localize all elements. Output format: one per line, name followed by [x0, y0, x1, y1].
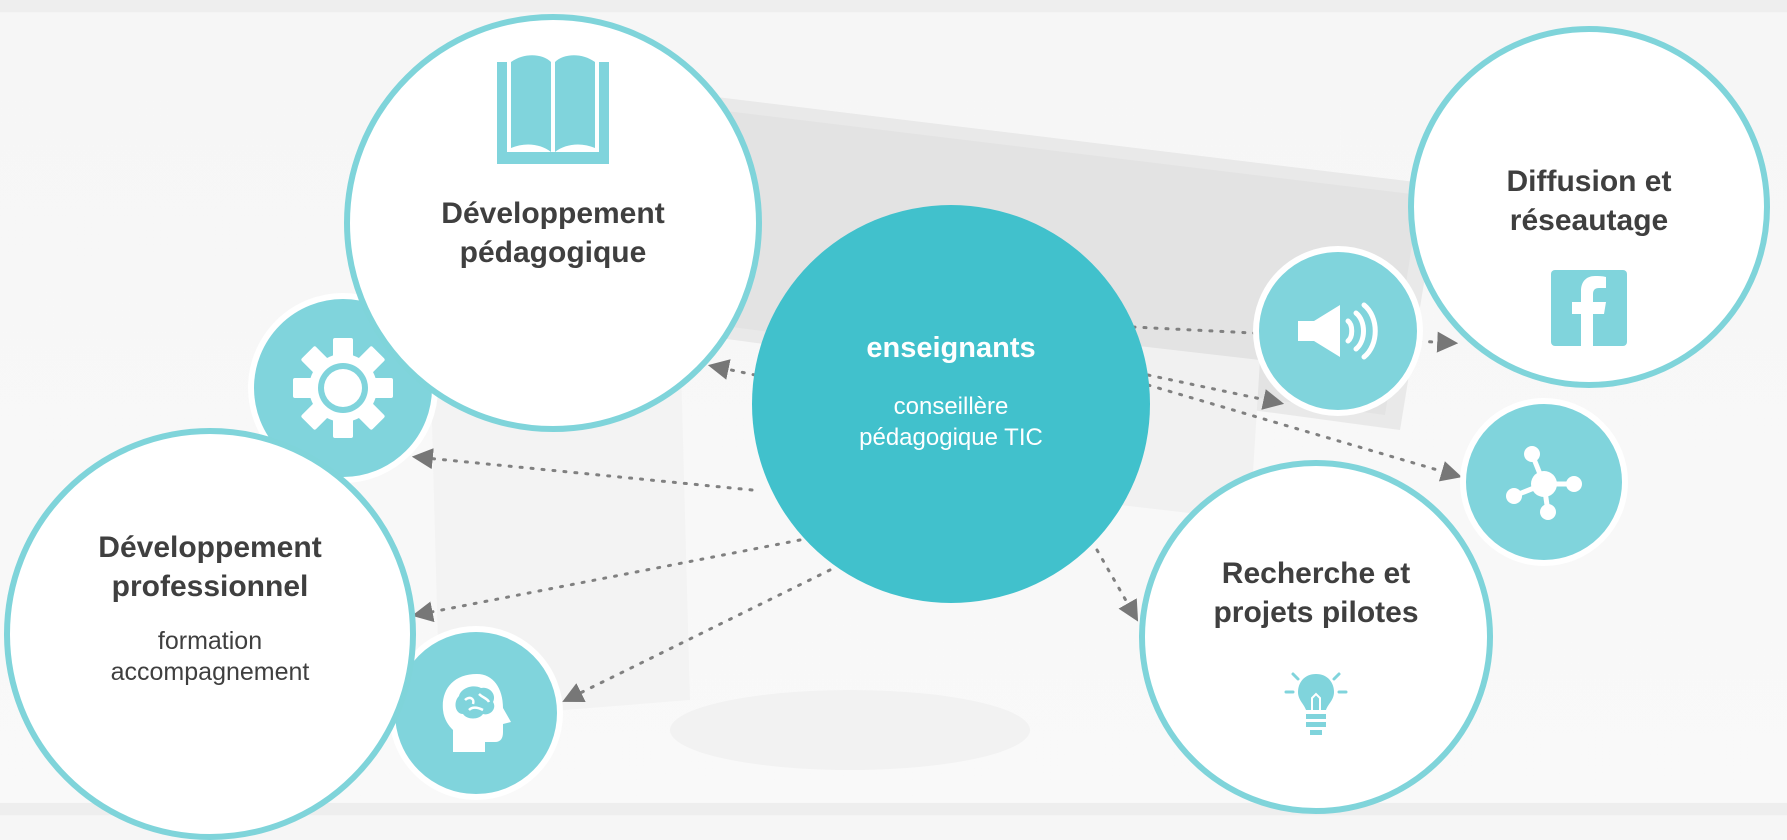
node-dev-professionnel: Développement professionnel formation ac…: [4, 428, 416, 840]
center-subtitle-line2: pédagogique TIC: [859, 424, 1043, 451]
dev-professionnel-sub2: accompagnement: [110, 658, 310, 686]
dev-pedagogique-line1: Développement: [441, 197, 665, 230]
gear-icon: [293, 338, 393, 438]
node-recherche: Recherche et projets pilotes: [1139, 460, 1493, 814]
dev-professionnel-line1: Développement: [98, 531, 322, 564]
center-title: enseignants: [866, 332, 1036, 364]
center-node-enseignants: enseignants conseillère pédagogique TIC: [752, 205, 1150, 603]
recherche-line2: projets pilotes: [1213, 596, 1419, 629]
lightbulb-icon: [1284, 672, 1348, 735]
recherche-line1: Recherche et: [1221, 557, 1411, 590]
speaker-bubble: [1253, 246, 1423, 416]
network-bubble: [1460, 398, 1628, 566]
dev-professionnel-sub1: formation: [157, 627, 263, 655]
book-icon: [497, 55, 609, 164]
node-diffusion: Diffusion et réseautage: [1408, 26, 1770, 388]
center-subtitle-line1: conseillère: [893, 393, 1009, 420]
diffusion-line1: Diffusion et: [1506, 165, 1672, 198]
network-icon: [1506, 446, 1582, 520]
brain-head-icon: [442, 674, 511, 752]
speaker-icon: [1298, 302, 1378, 360]
dev-professionnel-line2: professionnel: [111, 570, 309, 603]
node-dev-pedagogique: Développement pédagogique: [344, 14, 762, 432]
dev-pedagogique-line2: pédagogique: [459, 236, 647, 269]
facebook-icon: [1551, 270, 1627, 346]
diffusion-line2: réseautage: [1509, 204, 1669, 237]
